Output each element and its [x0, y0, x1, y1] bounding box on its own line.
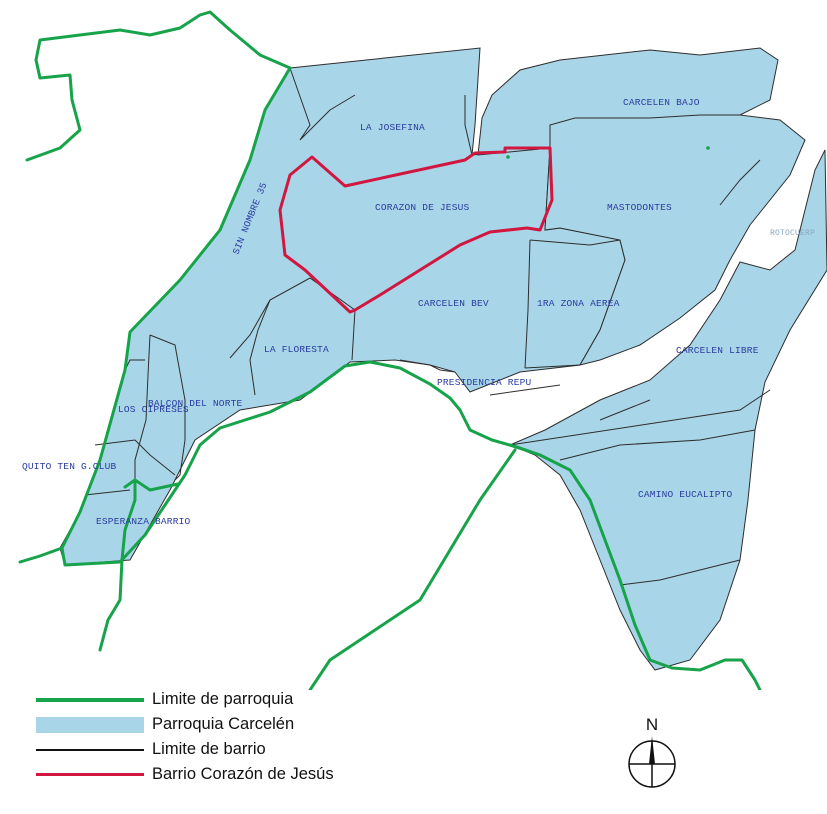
green-line-swatch — [36, 698, 144, 702]
label-la-josefina: LA JOSEFINA — [360, 122, 425, 133]
parish-area-north-east — [477, 47, 806, 366]
point-marker — [506, 155, 510, 159]
north-label: N — [646, 716, 658, 734]
compass-icon: N — [628, 715, 676, 788]
map-legend: Limite de parroquia Parroquia Carcelén L… — [36, 688, 456, 788]
parish-boundary — [18, 10, 762, 690]
label-esperanza-barrio: ESPERANZA BARRIO — [96, 516, 191, 527]
label-carcelen-bajo: CARCELEN BAJO — [623, 97, 700, 108]
corazon-de-jesus-boundary — [278, 146, 554, 314]
black-line-swatch — [36, 749, 144, 751]
label-camino-eucalipto: CAMINO EUCALIPTO — [638, 489, 733, 500]
label-presidencia-repu: PRESIDENCIA REPU — [437, 377, 532, 388]
legend-item-parish-area: Parroquia Carcelén — [36, 713, 456, 738]
label-roto-cuerp: ROTOCUERP — [770, 229, 815, 238]
parish-area-east — [508, 149, 827, 671]
parish-map: LA JOSEFINA CARCELEN BAJO CORAZON DE JES… — [18, 10, 827, 690]
point-marker — [706, 146, 710, 150]
label-balcon-del-norte: BALCON DEL NORTE — [148, 398, 243, 409]
label-mastodontes: MASTODONTES — [607, 202, 672, 213]
legend-item-barrio-limit: Limite de barrio — [36, 738, 456, 763]
legend-label: Limite de parroquia — [152, 690, 294, 708]
label-quito-ten-gclub: QUITO TEN G.CLUB — [22, 461, 117, 472]
label-la-floresta: LA FLORESTA — [264, 344, 329, 355]
legend-item-parish-limit: Limite de parroquia — [36, 688, 456, 713]
legend-label: Limite de barrio — [152, 740, 266, 758]
label-corazon-de-jesus: CORAZON DE JESUS — [375, 202, 470, 213]
barrio-boundaries — [84, 67, 771, 586]
legend-label: Parroquia Carcelén — [152, 715, 295, 733]
blue-fill-swatch — [36, 717, 144, 733]
red-line-swatch — [36, 773, 144, 776]
label-1ra-zona-aerea: 1RA ZONA AEREA — [537, 298, 620, 309]
legend-label: Barrio Corazón de Jesús — [152, 765, 334, 783]
label-los-cipreses: LOS CIPRESES — [118, 404, 189, 415]
label-carcelen-bev: CARCELEN BEV — [418, 298, 489, 309]
label-carcelen-libre: CARCELEN LIBRE — [676, 345, 759, 356]
north-arrow: N — [620, 715, 684, 811]
legend-item-corazon-de-jesus: Barrio Corazón de Jesús — [36, 763, 456, 788]
